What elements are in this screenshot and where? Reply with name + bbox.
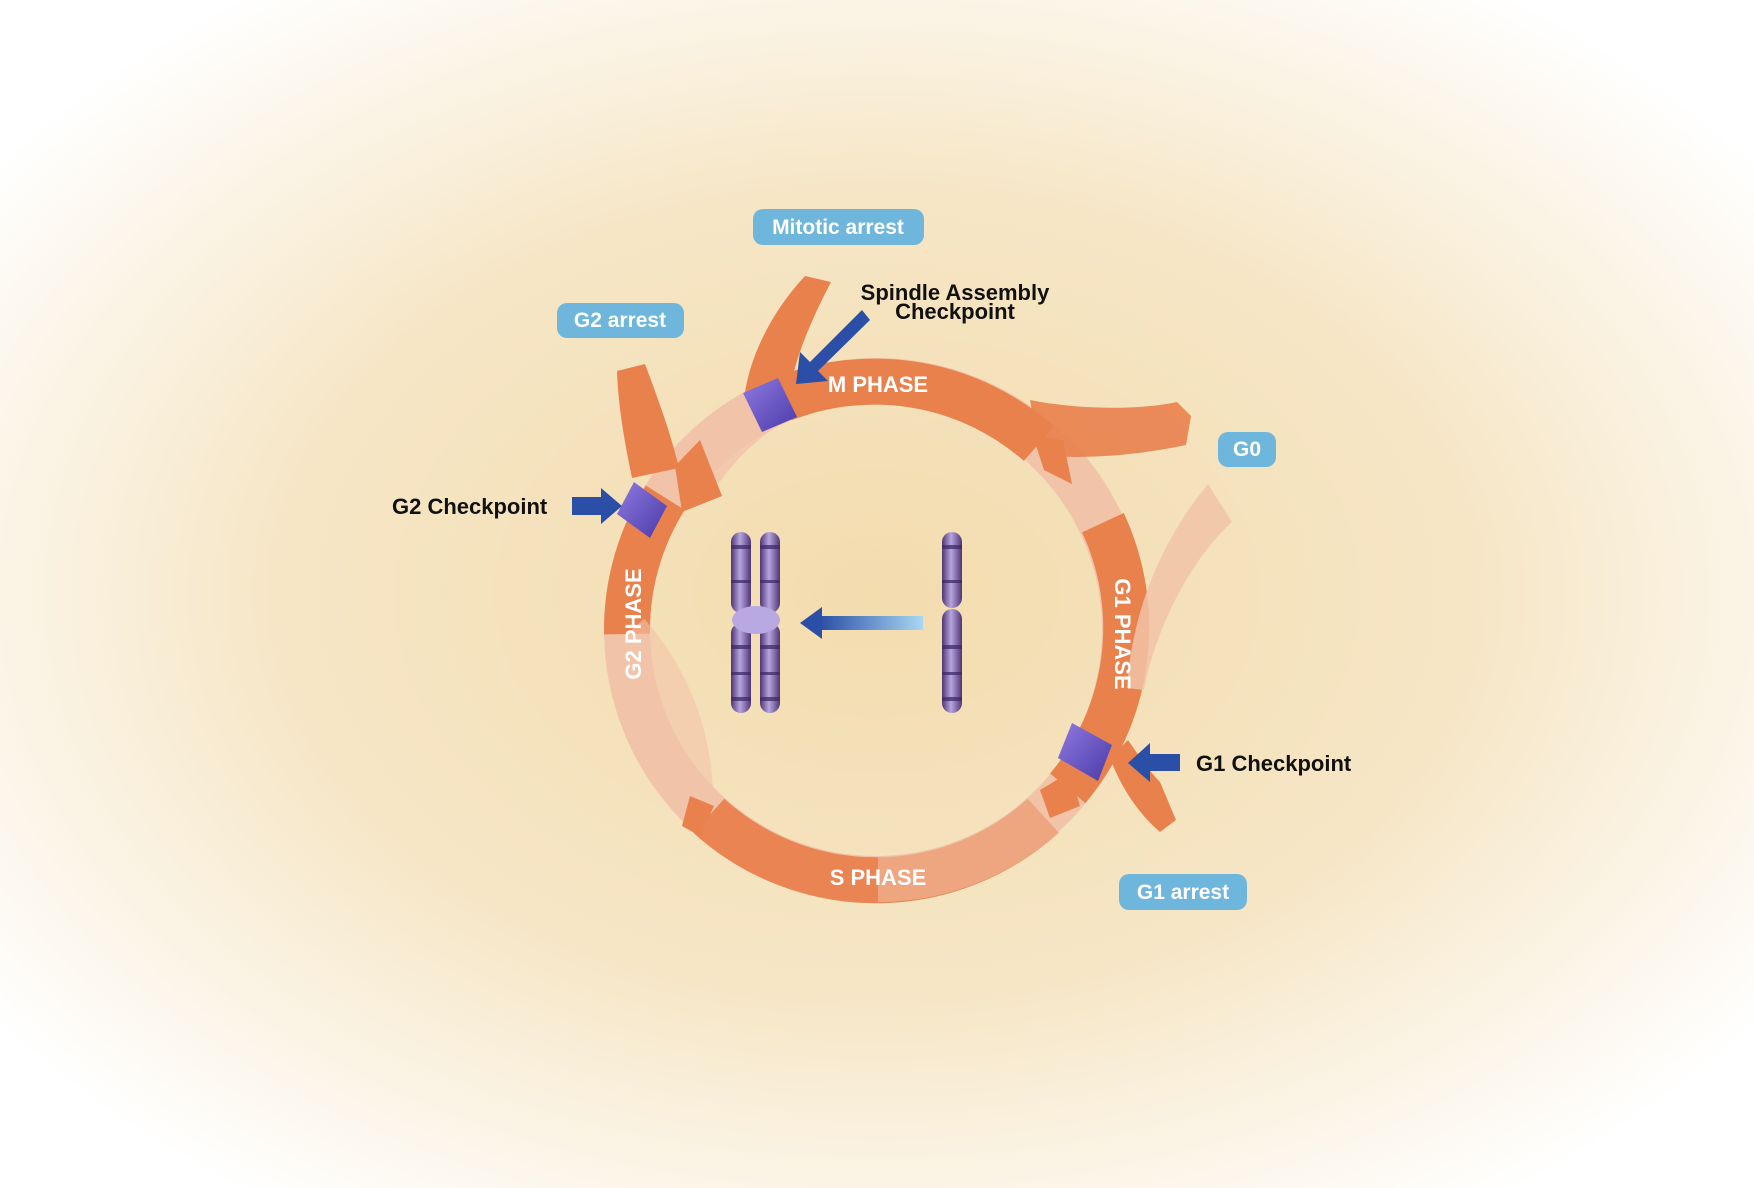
spindle-checkpoint-band <box>743 378 797 432</box>
chromosome-bands <box>731 545 780 701</box>
centromere <box>732 606 780 634</box>
g2-phase-label: G2 PHASE <box>621 568 646 679</box>
g2-arrest-branch <box>617 364 679 478</box>
mitotic-arrest-pill: Mitotic arrest <box>753 209 924 245</box>
g0-label: G0 <box>1233 438 1261 461</box>
g1-checkpoint-band <box>1058 723 1112 781</box>
g2-arrest-label: G2 arrest <box>574 309 666 332</box>
g2-checkpoint-label: G2 Checkpoint <box>392 494 548 519</box>
g1-arrest-pill: G1 arrest <box>1119 874 1247 910</box>
m-phase-cap <box>1033 436 1072 484</box>
chromatid-right-upper <box>760 532 780 613</box>
s-phase-cap <box>682 796 714 836</box>
spindle-checkpoint-label-line1: Spindle Assembly <box>861 280 1050 305</box>
g2-phase-fade <box>609 618 713 797</box>
chromosome-upper-arm <box>942 532 962 608</box>
chromosome-bands-single <box>942 545 962 701</box>
g1-arrest-branch <box>1110 740 1176 832</box>
spindle-checkpoint-label-line2: Checkpoint <box>895 299 1015 324</box>
spindle-checkpoint-arrow <box>796 310 870 384</box>
g1-checkpoint-arrow <box>1128 743 1180 782</box>
m-phase-label: M PHASE <box>828 372 928 397</box>
g0-pill-bg <box>1218 432 1276 467</box>
g1-checkpoint-label: G1 Checkpoint <box>1196 751 1352 776</box>
g0-return-branch <box>1127 484 1232 690</box>
g2-checkpoint-arrow <box>572 488 622 524</box>
g1-phase-cap <box>1040 772 1080 818</box>
replicated-chromosome <box>731 532 780 713</box>
mitotic-arrest-branch <box>745 276 831 400</box>
replication-arrow-shaft <box>820 616 923 630</box>
s-phase-fade <box>877 798 1059 902</box>
replication-arrow <box>800 607 923 639</box>
g1-arrest-label: G1 arrest <box>1137 881 1229 904</box>
chromatid-left-upper <box>731 532 751 613</box>
g2-arrest-pill: G2 arrest <box>557 303 684 338</box>
g2-arrest-pill-bg <box>557 303 684 338</box>
unreplicated-chromosome <box>942 532 962 713</box>
g1-phase-label: G1 PHASE <box>1110 578 1135 689</box>
chromosome-lower-arm <box>942 609 962 713</box>
g1-arrest-pill-bg <box>1119 874 1247 910</box>
g2-phase-cap <box>675 440 722 512</box>
s-phase-label: S PHASE <box>830 865 927 890</box>
mitotic-arrest-pill-bg <box>753 209 924 245</box>
g2-checkpoint-band <box>617 482 667 538</box>
m-phase-arc <box>774 358 1055 462</box>
mitotic-arrest-label: Mitotic arrest <box>772 216 904 239</box>
g0-branch <box>1030 400 1191 457</box>
replication-arrow-head <box>800 607 822 639</box>
g0-pill: G0 <box>1218 432 1276 467</box>
